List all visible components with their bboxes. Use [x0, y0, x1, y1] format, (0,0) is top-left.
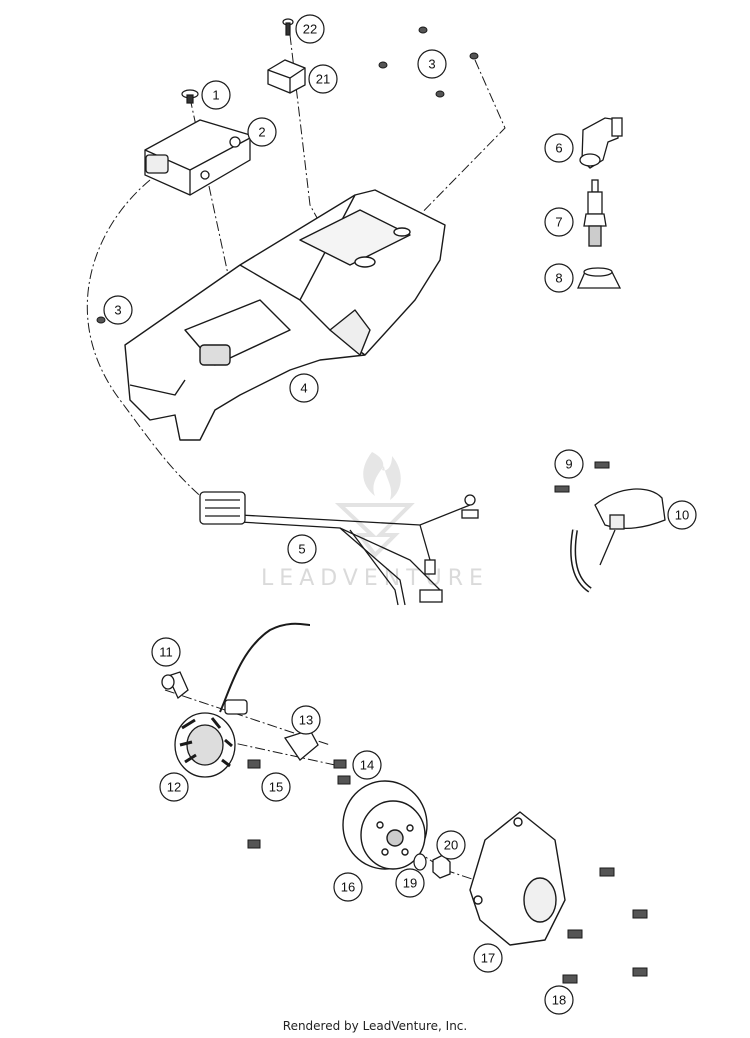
- callout-19: 19: [395, 868, 425, 898]
- callout-11: 11: [151, 637, 181, 667]
- callout-number: 5: [298, 542, 305, 557]
- callout-number: 4: [300, 381, 307, 396]
- callout-4: 4: [289, 373, 319, 403]
- callout-21: 21: [308, 64, 338, 94]
- grommet-part-8: [577, 267, 622, 289]
- spark-plug-part-7: [583, 179, 607, 247]
- spark-plug-cap-part-6: [579, 117, 623, 169]
- callout-circle: [289, 373, 319, 403]
- callout-8: 8: [544, 263, 574, 293]
- callout-number: 17: [481, 951, 495, 966]
- callout-circle: [247, 117, 277, 147]
- callout-number: 14: [360, 758, 374, 773]
- callout-number: 9: [565, 457, 572, 472]
- clip-part-21: [267, 59, 306, 94]
- callout-number: 21: [316, 72, 330, 87]
- footer-text: Rendered by LeadVenture, Inc.: [282, 1019, 468, 1033]
- callout-number: 18: [552, 993, 566, 1008]
- callout-circle: [291, 705, 321, 735]
- callout-number: 11: [159, 645, 173, 660]
- screws-part-9: [554, 461, 610, 493]
- watermark-text: LEADVENTURE: [261, 566, 489, 591]
- callout-circle: [554, 449, 584, 479]
- callout-circle: [544, 207, 574, 237]
- callout-number: 10: [675, 508, 689, 523]
- screws-part-18: [562, 867, 648, 984]
- callout-15: 15: [261, 772, 291, 802]
- callout-3: 3: [417, 49, 447, 79]
- callout-number: 15: [269, 780, 283, 795]
- callout-circle: [544, 985, 574, 1015]
- callout-number: 22: [303, 22, 317, 37]
- callout-circle: [151, 637, 181, 667]
- callout-22: 22: [295, 14, 325, 44]
- callout-16: 16: [333, 872, 363, 902]
- callout-9: 9: [554, 449, 584, 479]
- callout-number: 8: [555, 271, 562, 286]
- callout-number: 7: [555, 215, 562, 230]
- callout-10: 10: [667, 500, 697, 530]
- callout-20: 20: [436, 830, 466, 860]
- callout-circle: [201, 80, 231, 110]
- screw-part-1: [181, 89, 199, 104]
- callout-circle: [473, 943, 503, 973]
- callout-12: 12: [159, 772, 189, 802]
- wiring-harness-part-5: [199, 491, 479, 606]
- washer-part-19: [413, 853, 427, 871]
- ignition-coil-part-10: [570, 488, 666, 593]
- callout-number: 20: [444, 838, 458, 853]
- rear-frame-part-4: [124, 189, 446, 441]
- screw-part-3-left: [96, 316, 106, 324]
- control-unit-part-2: [144, 119, 251, 196]
- callout-5: 5: [287, 534, 317, 564]
- callout-13: 13: [291, 705, 321, 735]
- cable-clamp-part-13: [283, 729, 319, 761]
- callout-circle: [261, 772, 291, 802]
- callout-14: 14: [352, 750, 382, 780]
- callout-number: 2: [258, 125, 265, 140]
- callout-2: 2: [247, 117, 277, 147]
- callout-1: 1: [201, 80, 231, 110]
- callout-circle: [159, 772, 189, 802]
- leadventure-watermark: LEADVENTURE: [261, 452, 489, 591]
- flywheel-part-16: [342, 780, 428, 870]
- screws-part-3-top: [378, 26, 479, 98]
- callout-circle: [287, 534, 317, 564]
- callout-number: 1: [212, 88, 219, 103]
- screws-part-14-15: [247, 759, 351, 849]
- callout-6: 6: [544, 133, 574, 163]
- ignition-cover-part-17: [469, 811, 566, 946]
- callout-circle: [103, 295, 133, 325]
- callout-circle: [295, 14, 325, 44]
- callout-number: 12: [167, 780, 181, 795]
- callout-circle: [352, 750, 382, 780]
- callout-3: 3: [103, 295, 133, 325]
- callout-number: 3: [428, 57, 435, 72]
- cable-guide-part-11: [161, 671, 189, 700]
- callout-number: 16: [341, 880, 355, 895]
- callout-circle: [308, 64, 338, 94]
- callout-7: 7: [544, 207, 574, 237]
- callout-17: 17: [473, 943, 503, 973]
- callout-circle: [333, 872, 363, 902]
- stator-part-12: [174, 622, 311, 778]
- callout-number: 6: [555, 141, 562, 156]
- callout-circle: [436, 830, 466, 860]
- callout-circle: [544, 133, 574, 163]
- screw-part-22: [282, 18, 294, 36]
- callout-18: 18: [544, 985, 574, 1015]
- callout-circle: [544, 263, 574, 293]
- callout-number: 19: [403, 876, 417, 891]
- callout-circle: [417, 49, 447, 79]
- callout-number: 13: [299, 713, 313, 728]
- callout-number: 3: [114, 303, 121, 318]
- callout-circle: [395, 868, 425, 898]
- callout-circle: [667, 500, 697, 530]
